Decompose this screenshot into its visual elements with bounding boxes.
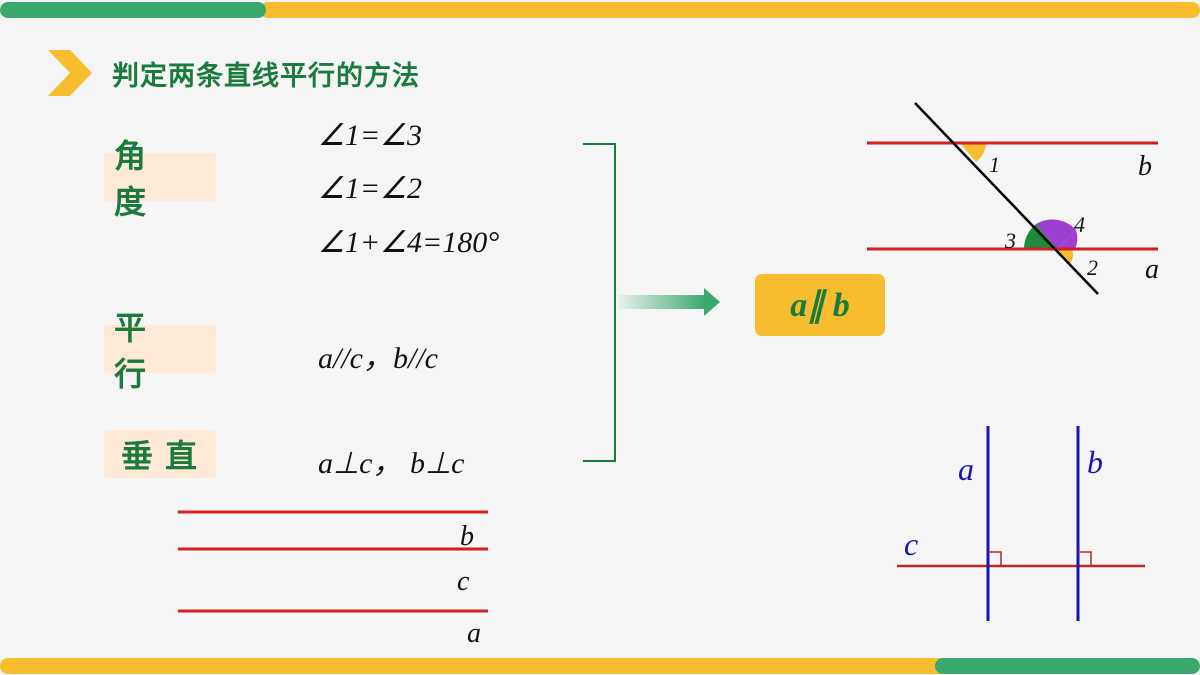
right-angle-mark xyxy=(988,551,1002,566)
angle-2-mark xyxy=(1057,249,1074,264)
figure-angles: b a 1 2 3 4 xyxy=(867,102,1159,295)
top-accent-bar-green xyxy=(0,2,266,18)
label-angle-4: 4 xyxy=(1074,212,1085,237)
figure-parallel: b c a xyxy=(178,510,488,649)
condition-angle-2: ∠1=∠2 xyxy=(318,172,423,205)
angle-4-mark xyxy=(1036,219,1076,249)
label-b: b xyxy=(1138,151,1152,182)
arrow-right-icon xyxy=(618,288,720,316)
bottom-accent-bar-green xyxy=(935,658,1200,674)
condition-perpendicular: a⊥c， b⊥c xyxy=(318,447,465,480)
condition-parallel: a//c，b//c xyxy=(318,342,438,375)
bracket xyxy=(583,143,616,462)
figure-perpendicular: a b c xyxy=(897,426,1145,621)
label-angle-2: 2 xyxy=(1087,255,1098,280)
page-title: 判定两条直线平行的方法 xyxy=(112,60,420,92)
angle-1-mark xyxy=(960,143,986,162)
label-c: c xyxy=(904,526,918,562)
method-label-perpendicular: 垂直 xyxy=(104,430,216,478)
title-row: 判定两条直线平行的方法 xyxy=(48,50,420,96)
bottom-accent-bar-yellow xyxy=(0,658,950,674)
label-angle-1: 1 xyxy=(989,152,1000,177)
right-angle-mark xyxy=(1078,551,1092,566)
label-b: b xyxy=(1087,444,1103,480)
condition-angle-1: ∠1=∠3 xyxy=(318,119,423,152)
label-angle-3: 3 xyxy=(1004,228,1016,253)
label-a: a xyxy=(958,451,974,487)
label-c: c xyxy=(457,566,470,597)
label-a: a xyxy=(467,618,481,649)
label-b: b xyxy=(460,521,474,552)
result-badge: a∥ b xyxy=(755,274,885,336)
label-a: a xyxy=(1145,254,1159,285)
condition-angle-3: ∠1+∠4=180° xyxy=(318,226,500,259)
transversal-line xyxy=(914,102,1099,295)
top-accent-bar-yellow xyxy=(260,2,1200,18)
chevron-right-icon xyxy=(48,50,92,96)
